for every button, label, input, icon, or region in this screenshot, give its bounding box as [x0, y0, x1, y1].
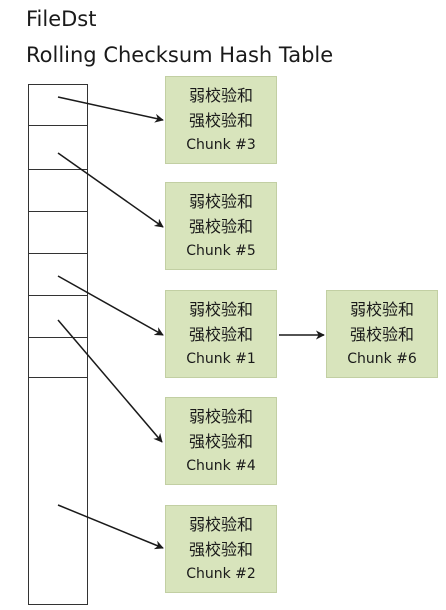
hash-table: [28, 84, 88, 605]
arrow-slot-to-chunk-5: [57, 152, 164, 228]
chunk-id: Chunk #4: [186, 457, 256, 474]
slot-divider: [29, 169, 87, 170]
chunk-node-2: 弱校验和 强校验和 Chunk #2: [165, 505, 277, 593]
weak-checksum-label: 弱校验和: [188, 85, 253, 105]
chunk-node-3: 弱校验和 强校验和 Chunk #3: [165, 76, 277, 164]
strong-checksum-label: 强校验和: [188, 539, 253, 559]
strong-checksum-label: 强校验和: [188, 216, 253, 236]
chunk-node-4: 弱校验和 强校验和 Chunk #4: [165, 397, 277, 485]
file-title: FileDst: [26, 7, 97, 31]
slot-divider: [29, 337, 87, 338]
arrow-slot-to-chunk-1: [57, 275, 164, 336]
arrow-slot-to-chunk-2: [57, 504, 164, 550]
slot-divider: [29, 253, 87, 254]
chunk-id: Chunk #6: [347, 350, 417, 367]
strong-checksum-label: 强校验和: [188, 431, 253, 451]
strong-checksum-label: 强校验和: [188, 110, 253, 130]
arrow-slot-to-chunk-4: [57, 319, 163, 443]
hash-table-title: Rolling Checksum Hash Table: [26, 43, 334, 67]
strong-checksum-label: 强校验和: [349, 324, 414, 344]
weak-checksum-label: 弱校验和: [188, 514, 253, 534]
slot-divider: [29, 211, 87, 212]
chunk-id: Chunk #1: [186, 350, 256, 367]
weak-checksum-label: 弱校验和: [188, 406, 253, 426]
chunk-id: Chunk #3: [186, 136, 256, 153]
weak-checksum-label: 弱校验和: [188, 191, 253, 211]
slot-divider: [29, 295, 87, 296]
slot-divider: [29, 125, 87, 126]
chunk-node-1: 弱校验和 强校验和 Chunk #1: [165, 290, 277, 378]
chunk-id: Chunk #5: [186, 242, 256, 259]
chunk-node-5: 弱校验和 强校验和 Chunk #5: [165, 182, 277, 270]
chunk-id: Chunk #2: [186, 565, 256, 582]
weak-checksum-label: 弱校验和: [188, 299, 253, 319]
strong-checksum-label: 强校验和: [188, 324, 253, 344]
slot-divider: [29, 377, 87, 378]
weak-checksum-label: 弱校验和: [349, 299, 414, 319]
arrow-slot-to-chunk-3: [57, 96, 164, 123]
chunk-node-6: 弱校验和 强校验和 Chunk #6: [326, 290, 438, 378]
